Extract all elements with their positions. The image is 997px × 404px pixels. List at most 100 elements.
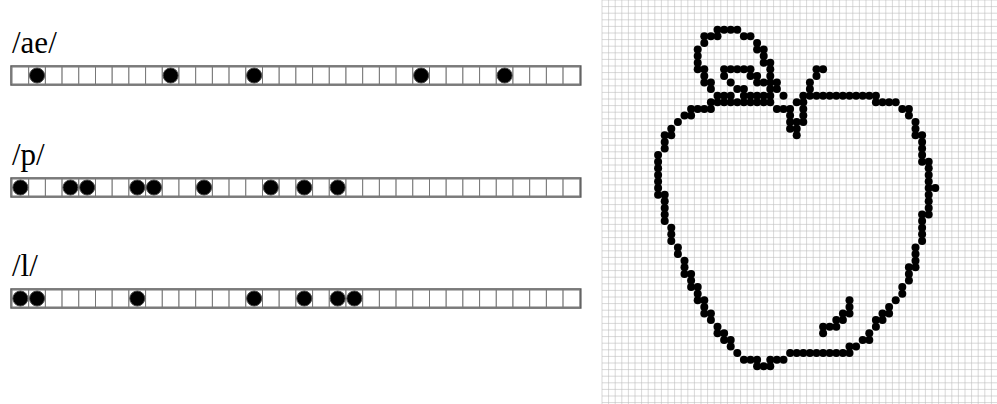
vector-cell — [346, 67, 363, 84]
grid-line — [602, 376, 997, 377]
vector-cell — [162, 67, 179, 84]
vector-cell — [563, 179, 580, 196]
grid-line — [602, 257, 997, 258]
grid-line — [602, 6, 997, 7]
vector-cell — [62, 179, 79, 196]
vector-cell — [29, 179, 46, 196]
active-bit — [263, 180, 278, 195]
grid-line — [602, 330, 997, 331]
grid-line — [602, 46, 997, 47]
vector-cell — [45, 67, 62, 84]
active-bit — [247, 291, 262, 306]
vector-cell — [513, 290, 530, 307]
vector-cell — [313, 67, 330, 84]
grid-line — [602, 198, 997, 199]
vector-cell — [379, 290, 396, 307]
vector-cell — [162, 290, 179, 307]
grid-line — [602, 290, 997, 291]
vector-cell — [212, 179, 229, 196]
grid-line — [602, 217, 997, 218]
active-bit — [197, 180, 212, 195]
vector-cell — [79, 179, 96, 196]
grid-line — [602, 369, 997, 370]
pixel-dot — [714, 323, 722, 331]
grid-line — [602, 237, 997, 238]
pixel-dot — [872, 323, 880, 331]
vector-cell — [279, 290, 296, 307]
grid-line — [602, 158, 997, 159]
grid-line — [602, 0, 997, 1]
pixel-dot — [892, 296, 900, 304]
grid-line — [602, 79, 997, 80]
vector-cell — [430, 179, 447, 196]
vector-frame — [11, 66, 581, 85]
grid-line — [602, 297, 997, 298]
grid-line — [602, 66, 997, 67]
vector-cell — [112, 67, 129, 84]
vector-cell — [79, 67, 96, 84]
vector-cell — [112, 179, 129, 196]
grid-line — [602, 224, 997, 225]
vector-cell — [530, 290, 547, 307]
binary-vector — [11, 66, 581, 85]
vector-cell — [12, 67, 29, 84]
vector-cell — [496, 290, 513, 307]
vector-cell — [196, 67, 213, 84]
vector-cell — [363, 67, 380, 84]
vector-cell — [179, 67, 196, 84]
vector-cell — [229, 290, 246, 307]
active-bit — [297, 180, 312, 195]
phoneme-label: /p/ — [12, 139, 45, 170]
active-bit — [63, 180, 78, 195]
pixel-dot — [859, 336, 867, 344]
active-bit — [80, 180, 95, 195]
vector-cell — [246, 290, 263, 307]
grid-line — [602, 363, 997, 364]
vector-cell — [430, 290, 447, 307]
vector-frame — [11, 289, 581, 308]
vector-cell — [413, 67, 430, 84]
vector-cell — [463, 290, 480, 307]
active-bit — [163, 68, 178, 83]
vector-cell — [246, 67, 263, 84]
grid-line — [602, 310, 997, 311]
active-bit — [130, 291, 145, 306]
active-bit — [414, 68, 429, 83]
grid-line — [602, 343, 997, 344]
vector-cell — [496, 179, 513, 196]
vector-cell — [179, 290, 196, 307]
vector-cell — [162, 179, 179, 196]
vector-cell — [296, 67, 313, 84]
grid-line — [602, 204, 997, 205]
pixel-dot — [892, 98, 900, 106]
grid-line — [602, 118, 997, 119]
vector-cell — [229, 67, 246, 84]
vector-cell — [329, 179, 346, 196]
active-bit — [330, 291, 345, 306]
vector-cell — [446, 179, 463, 196]
active-bit — [130, 180, 145, 195]
vector-cell — [12, 290, 29, 307]
active-bit — [330, 180, 345, 195]
vector-cell — [480, 290, 497, 307]
vector-cell — [480, 179, 497, 196]
grid-line — [602, 356, 997, 357]
vector-cell — [329, 67, 346, 84]
grid-line — [602, 52, 997, 53]
vector-cell — [62, 290, 79, 307]
vector-cell — [346, 290, 363, 307]
pixel-dot — [667, 125, 675, 133]
vector-cell — [96, 179, 113, 196]
grid-line — [602, 382, 997, 383]
active-bit — [247, 68, 262, 83]
vector-cell — [463, 67, 480, 84]
grid-line — [602, 145, 997, 146]
vector-cell — [546, 290, 563, 307]
pixel-dot — [918, 237, 926, 245]
vector-cell — [196, 179, 213, 196]
pixel-dot — [786, 349, 794, 357]
grid-line — [602, 39, 997, 40]
grid-line — [602, 277, 997, 278]
pixel-dot — [905, 112, 913, 120]
